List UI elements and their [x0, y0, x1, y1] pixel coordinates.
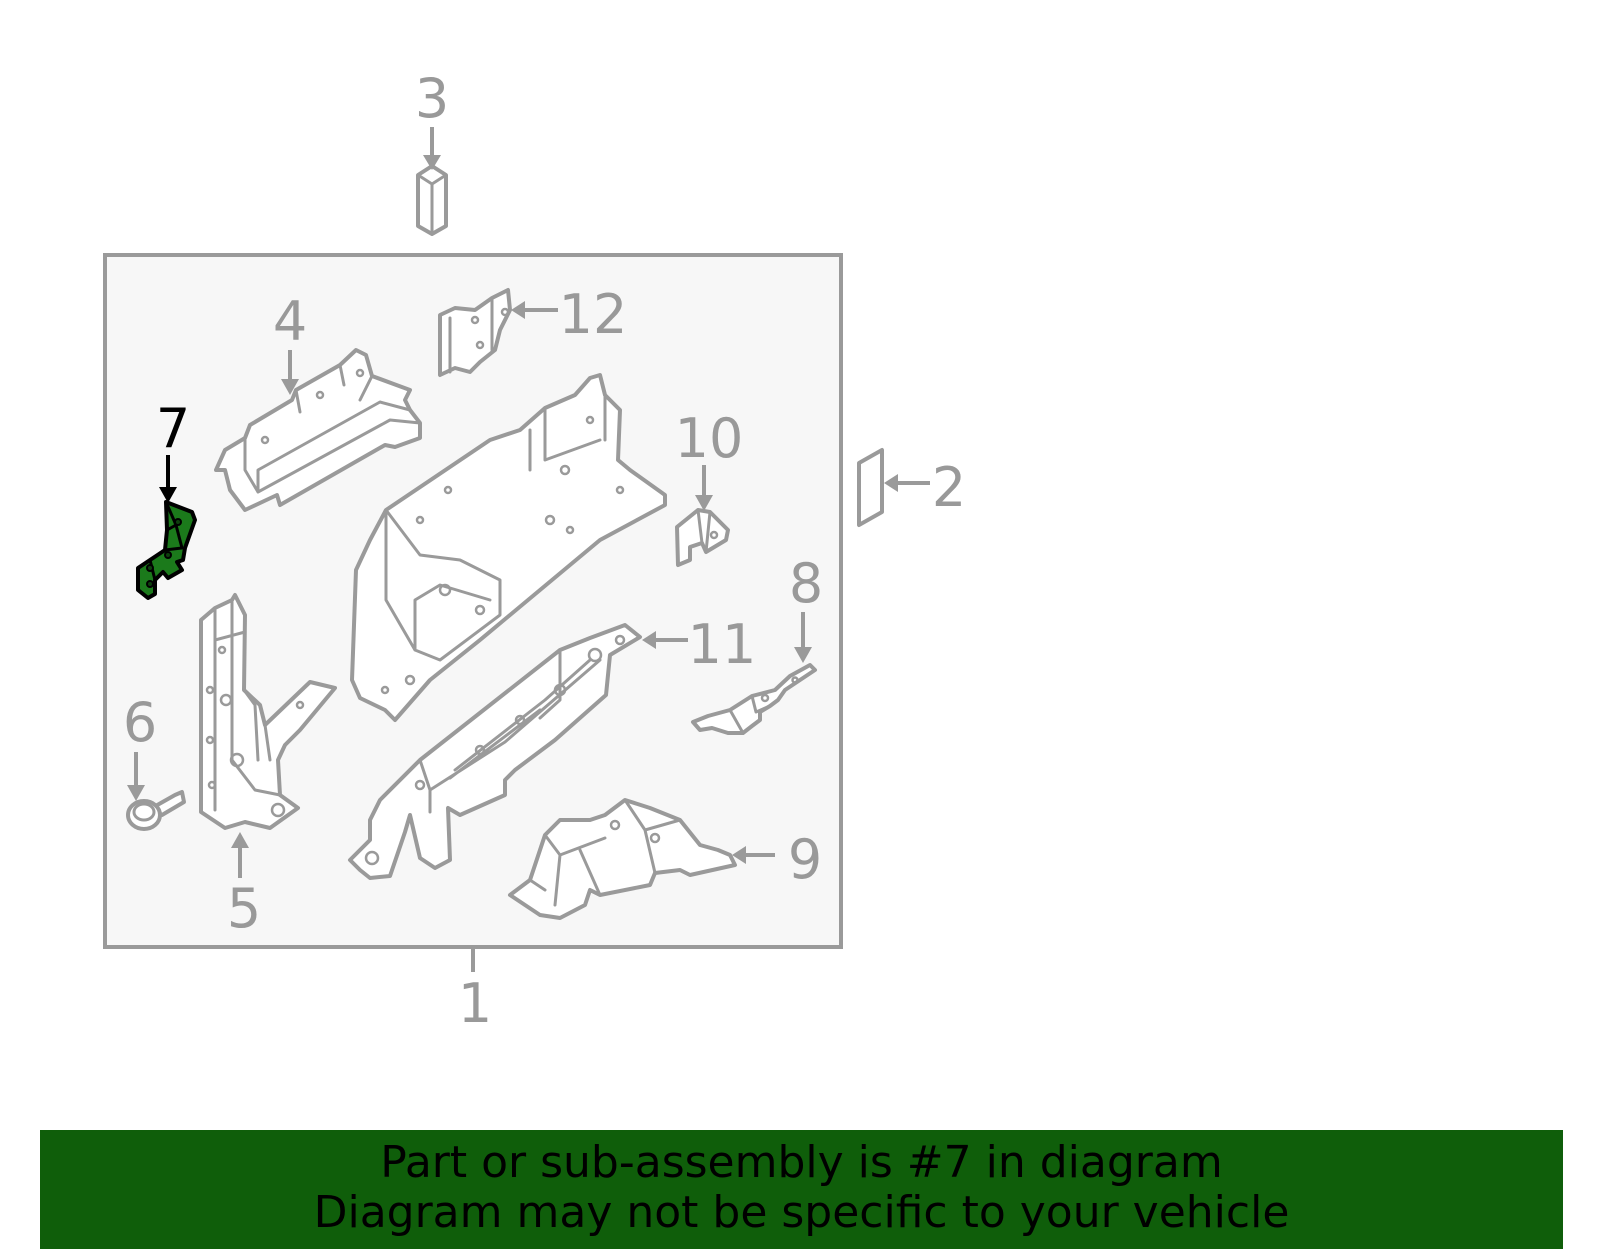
- callout-12[interactable]: 12: [559, 283, 628, 346]
- leader-8: [794, 612, 812, 663]
- part-8-bracket[interactable]: [691, 663, 817, 735]
- info-banner: Part or sub-assembly is #7 in diagram Di…: [40, 1130, 1563, 1249]
- part-9-bracket[interactable]: [508, 798, 737, 920]
- callout-3[interactable]: 3: [415, 67, 449, 130]
- callout-2[interactable]: 2: [932, 456, 966, 519]
- leader-6: [127, 752, 145, 801]
- callout-7[interactable]: 7: [156, 397, 190, 460]
- leader-7: [159, 455, 177, 503]
- callout-1[interactable]: 1: [458, 972, 492, 1035]
- callout-10[interactable]: 10: [675, 407, 744, 470]
- banner-line-2: Diagram may not be specific to your vehi…: [313, 1187, 1290, 1238]
- leader-2: [884, 474, 930, 492]
- part-4-upper-rail[interactable]: [214, 348, 422, 512]
- callout-5[interactable]: 5: [227, 877, 261, 940]
- callout-9[interactable]: 9: [788, 828, 822, 891]
- leader-3: [423, 127, 441, 170]
- part-6-bolt[interactable]: [126, 790, 186, 831]
- banner-line-1: Part or sub-assembly is #7 in diagram: [380, 1137, 1223, 1188]
- leader-10: [695, 465, 713, 511]
- leader-9: [732, 846, 775, 864]
- part-10-bracket[interactable]: [675, 508, 730, 567]
- part-12-bracket[interactable]: [438, 288, 512, 377]
- callout-8[interactable]: 8: [789, 552, 823, 615]
- leader-5: [231, 832, 249, 878]
- part-7-bracket-highlighted[interactable]: [136, 500, 197, 600]
- callout-4[interactable]: 4: [273, 290, 307, 353]
- callout-6[interactable]: 6: [123, 691, 157, 754]
- part-11-lower-rail[interactable]: [348, 623, 642, 880]
- leader-11: [642, 631, 688, 649]
- callout-11[interactable]: 11: [688, 613, 757, 676]
- leader-12: [511, 301, 558, 319]
- leader-4: [281, 350, 299, 395]
- part-5-pillar[interactable]: [199, 593, 337, 830]
- apron-panel[interactable]: [350, 373, 667, 722]
- part-2-plate[interactable]: [857, 448, 884, 527]
- part-3-plug[interactable]: [416, 164, 448, 236]
